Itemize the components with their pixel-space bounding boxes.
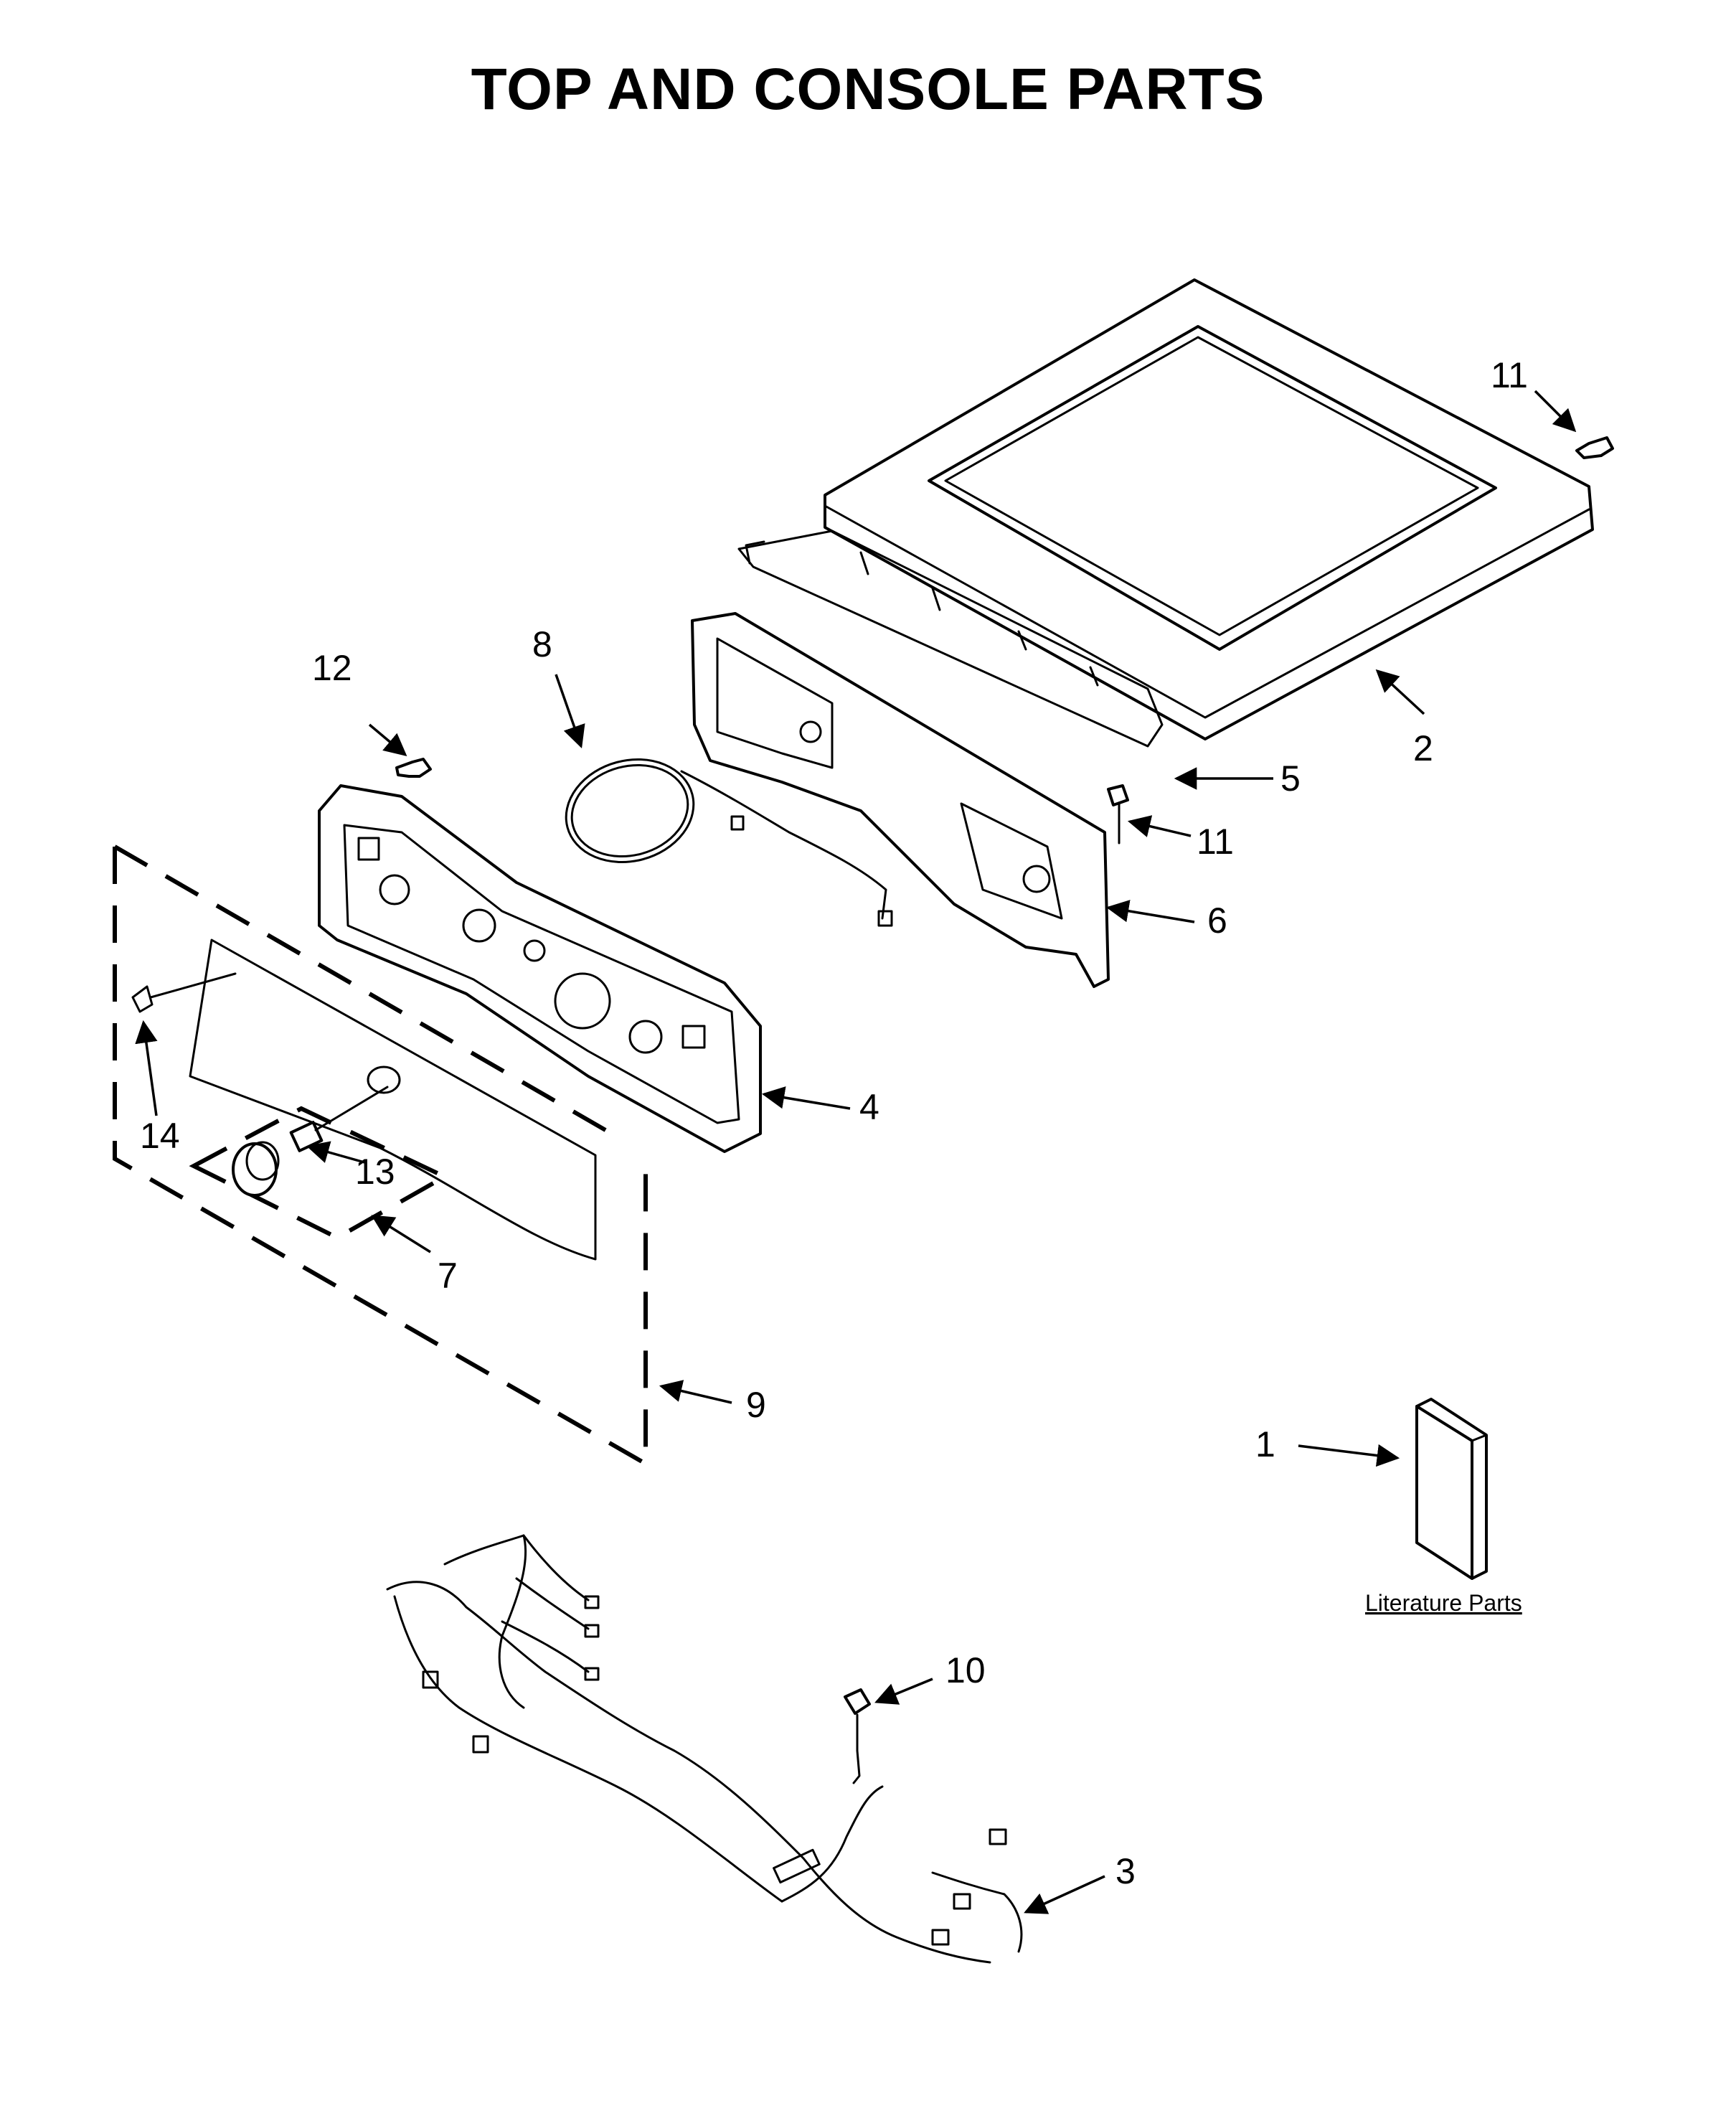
screw-12 xyxy=(395,758,432,778)
literature-parts-label: Literature Parts xyxy=(1365,1590,1522,1616)
callout-3: 3 xyxy=(1115,1851,1136,1891)
screw-11-top xyxy=(1575,436,1614,459)
leader-lines xyxy=(135,390,1577,1914)
callout-9: 9 xyxy=(746,1385,766,1425)
main-wire-harness xyxy=(386,1534,1023,1964)
screw-11-side xyxy=(1107,784,1129,845)
callout-11-top: 11 xyxy=(1491,355,1528,395)
callout-5: 5 xyxy=(1280,758,1301,799)
kit-outline-7 xyxy=(189,1106,450,1241)
spring-clip xyxy=(131,972,237,1013)
callout-2: 2 xyxy=(1413,728,1433,768)
callout-1: 1 xyxy=(1255,1424,1275,1464)
console-overlay xyxy=(189,938,597,1261)
callout-4: 4 xyxy=(859,1087,879,1127)
callout-11-side: 11 xyxy=(1197,822,1234,862)
callout-6: 6 xyxy=(1207,900,1227,941)
console-wiring-loop xyxy=(565,758,893,927)
ground-screw-10 xyxy=(844,1688,871,1784)
top-bracket xyxy=(737,530,1164,748)
callout-7: 7 xyxy=(438,1256,458,1296)
console-frame xyxy=(691,612,1110,988)
callout-10: 10 xyxy=(945,1650,986,1690)
page-title: TOP AND CONSOLE PARTS xyxy=(471,57,1265,122)
top-panel xyxy=(824,278,1594,740)
callout-13: 13 xyxy=(355,1152,395,1192)
callout-12: 12 xyxy=(312,648,352,688)
callout-8: 8 xyxy=(532,624,552,664)
console-panel xyxy=(318,784,762,1153)
control-knob xyxy=(232,1086,389,1197)
callout-14: 14 xyxy=(140,1116,180,1156)
kit-outline-9 xyxy=(113,845,648,1468)
literature-booklet xyxy=(1415,1398,1488,1580)
